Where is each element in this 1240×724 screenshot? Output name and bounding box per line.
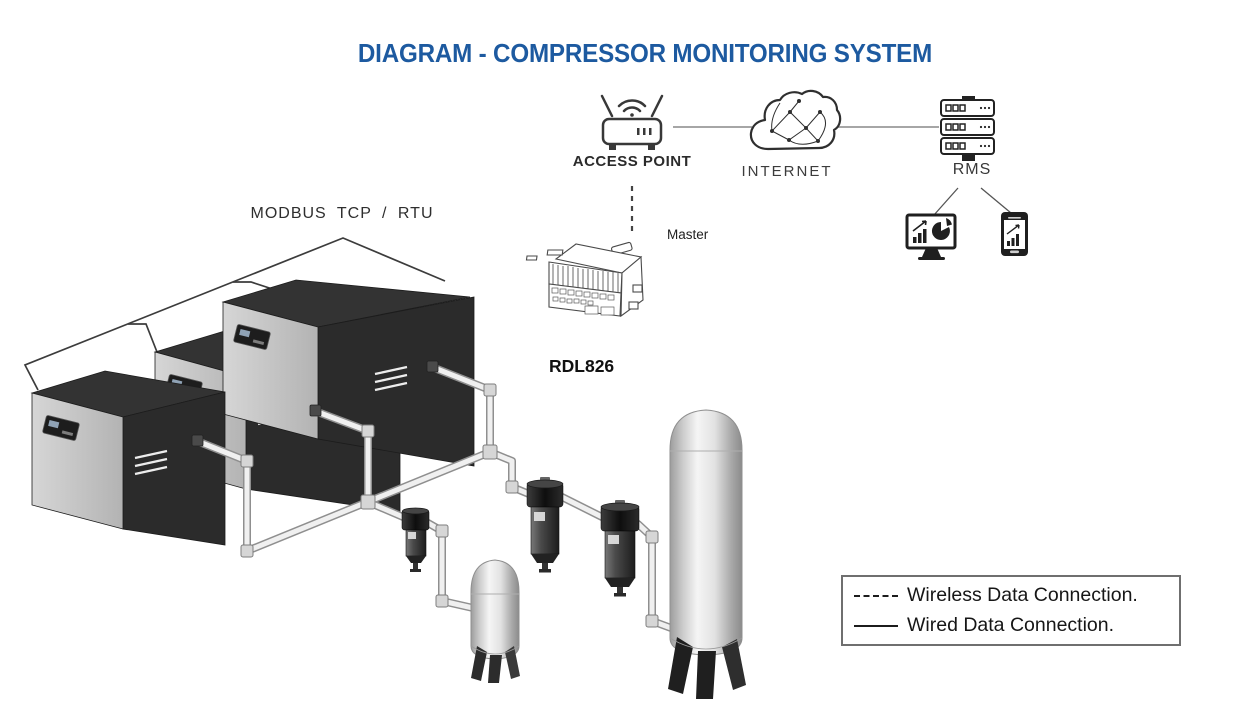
- rms-label: RMS: [952, 161, 992, 178]
- pipe-to-filter2: [487, 449, 532, 497]
- legend-row-wireless: Wireless Data Connection.: [854, 584, 1179, 607]
- smartphone-chart-icon: [1001, 212, 1028, 256]
- internet-cloud-icon: [749, 89, 842, 151]
- compressor-1-vents: [134, 449, 168, 476]
- diagram-title: DIAGRAM - COMPRESSOR MONITORING SYSTEM: [357, 38, 933, 68]
- link-rms-phone: [980, 187, 1012, 214]
- compressor-1-display: [42, 415, 80, 441]
- compressor-1-side-face: [122, 391, 226, 546]
- compressor-1-front-face: [31, 392, 124, 530]
- compressor-3-side-face: [317, 296, 475, 467]
- compressor-3-display: [233, 324, 271, 350]
- rdl826-label: RDL826: [549, 356, 615, 376]
- internet-label: INTERNET: [741, 163, 833, 180]
- solid-line-sample: [854, 624, 898, 627]
- dashed-line-sample: [854, 594, 898, 597]
- pipe-fittings: [240, 383, 659, 628]
- server-stack-icon: [940, 96, 995, 161]
- rdl826-device: [525, 241, 644, 318]
- monitor-dashboard-icon: [905, 213, 957, 260]
- rms-client-links: [933, 187, 1012, 216]
- cloud-nodes: [770, 99, 822, 143]
- air-tank-large: [668, 409, 746, 699]
- bus-branch-compressor2: [128, 323, 158, 353]
- pipe-network: [191, 360, 675, 632]
- legend-row-wired: Wired Data Connection.: [854, 614, 1179, 637]
- air-filter-3: [600, 500, 640, 597]
- legend-wired-label: Wired Data Connection.: [907, 614, 1115, 636]
- master-label: Master: [667, 227, 709, 242]
- device-side-face: [620, 255, 644, 318]
- air-filter-1: [401, 507, 430, 572]
- air-tank-small: [470, 559, 520, 683]
- cloud-mesh: [771, 100, 826, 145]
- compressor-3-vents: [374, 365, 408, 392]
- pipe-flanges: [191, 360, 439, 447]
- modbus-protocol-label: MODBUS TCP / RTU: [250, 205, 434, 222]
- pipe-filter2-filter3: [559, 494, 605, 520]
- pipe-to-small-tank: [425, 520, 476, 611]
- bus-main-line: [23, 237, 446, 391]
- link-rms-monitor: [933, 187, 959, 216]
- legend-box: Wireless Data Connection. Wired Data Con…: [841, 575, 1181, 646]
- air-filter-2: [526, 477, 564, 573]
- compressor-1: [30, 370, 226, 546]
- access-point-label: ACCESS POINT: [572, 153, 692, 170]
- pipe-to-large-tank: [635, 521, 674, 631]
- legend-wireless-label: Wireless Data Connection.: [907, 584, 1138, 606]
- wifi-router-icon: [600, 94, 664, 150]
